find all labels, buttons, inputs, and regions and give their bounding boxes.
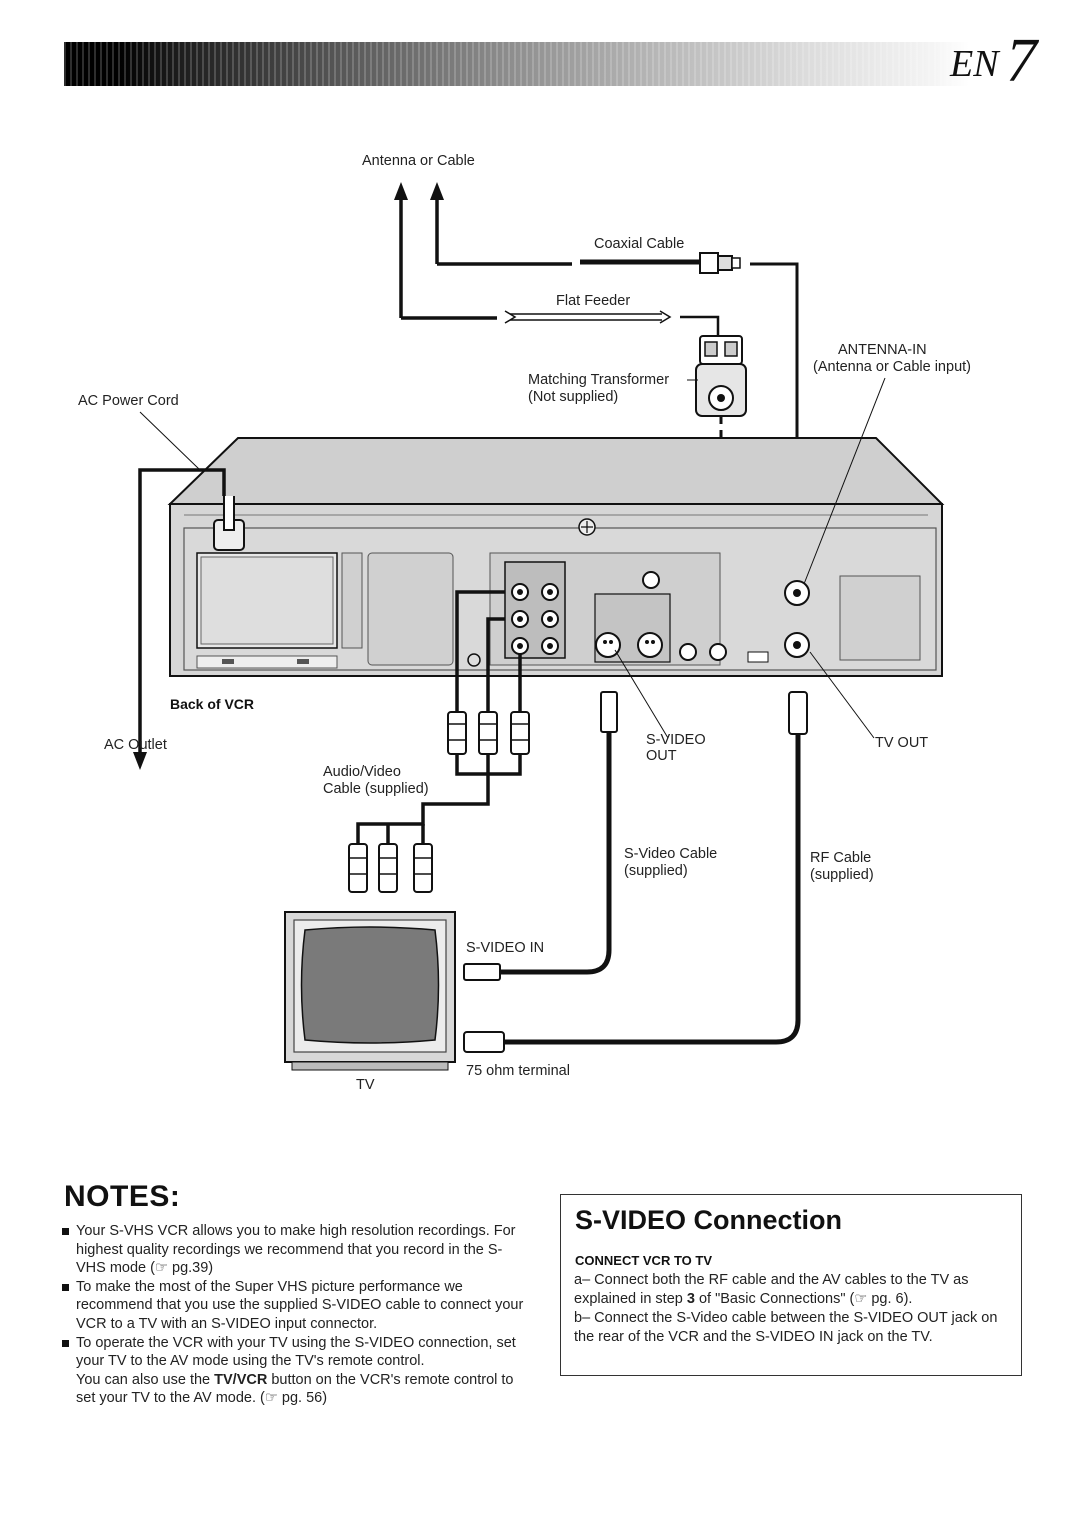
label-antenna-in-sub: (Antenna or Cable input) (813, 359, 971, 375)
note-item: To operate the VCR with your TV using th… (60, 1334, 530, 1371)
bullet-square-icon (62, 1228, 69, 1235)
antenna-arrow-head-right (430, 182, 444, 200)
s-video-cable (463, 691, 618, 981)
label-rf-cable: RF Cable (810, 850, 871, 866)
step-a-text: Connect both the RF cable and the AV cab… (574, 1272, 969, 1307)
leader-lines (614, 377, 886, 739)
label-ac-outlet: AC Outlet (104, 737, 167, 753)
flat-feeder (504, 310, 720, 338)
matching-transformer (695, 335, 747, 417)
label-antenna-in: ANTENNA-IN (838, 342, 927, 358)
label-s-video-in: S-VIDEO IN (466, 940, 544, 956)
label-rf-cable-2: (supplied) (810, 867, 874, 883)
label-flat-feeder: Flat Feeder (556, 293, 630, 309)
tv-set (284, 911, 456, 1071)
s-video-connection-title: S-VIDEO Connection (575, 1205, 843, 1235)
header-language: EN (950, 43, 999, 85)
label-75-ohm-terminal: 75 ohm terminal (466, 1063, 570, 1079)
note-item: To make the most of the Super VHS pictur… (60, 1278, 530, 1334)
ac-power-cord (138, 411, 226, 754)
bullet-square-icon (62, 1283, 69, 1291)
step-a-step-number: 3 (686, 1290, 695, 1307)
note-extra-text: You can also use the (76, 1371, 215, 1388)
step-a-text-end: of "Basic Connections" (☞ pg. 6). (694, 1290, 913, 1307)
av-plugs-top (447, 711, 530, 755)
label-antenna-or-cable: Antenna or Cable (362, 153, 475, 169)
label-not-supplied: (Not supplied) (528, 389, 618, 405)
notes-list: Your S-VHS VCR allows you to make high r… (60, 1222, 530, 1408)
step-b-text: Connect the S-Video cable between the S-… (574, 1310, 998, 1345)
av-plugs-bottom (348, 843, 433, 893)
note-item: Your S-VHS VCR allows you to make high r… (60, 1222, 530, 1278)
label-av-cable: Audio/Video (323, 764, 401, 780)
tv-vcr-button-name: TV/VCR (214, 1371, 268, 1388)
step-a: a– Connect both the RF cable and the AV … (574, 1271, 1014, 1308)
page-number: 7 (1006, 27, 1037, 95)
s-video-connection-box: S-VIDEO Connection CONNECT VCR TO TV a– … (560, 1194, 1022, 1376)
rf-cable (463, 691, 808, 1053)
label-s-video-cable: S-Video Cable (624, 846, 717, 862)
header-gradient-bar (64, 42, 969, 86)
label-coaxial-cable: Coaxial Cable (594, 236, 684, 252)
label-tv-out: TV OUT (875, 735, 928, 751)
label-ac-power-cord: AC Power Cord (78, 393, 179, 409)
antenna-arrows (399, 192, 439, 318)
note-text: To operate the VCR with your TV using th… (76, 1334, 516, 1370)
step-b: b– Connect the S-Video cable between the… (574, 1309, 1014, 1346)
note-extra-text-end: button on the VCR's remote control to se… (76, 1371, 514, 1407)
label-s-video-cable-2: (supplied) (624, 863, 688, 879)
step-a-lead: a– (574, 1272, 591, 1288)
connect-vcr-to-tv-heading: CONNECT VCR TO TV (575, 1253, 712, 1268)
note-text: Your S-VHS VCR allows you to make high r… (76, 1223, 516, 1277)
vcr-body (167, 437, 945, 677)
label-s-video-out: S-VIDEO (646, 732, 706, 748)
antenna-arrow-head-left (394, 182, 408, 200)
label-back-of-vcr: Back of VCR (170, 696, 254, 712)
step-b-lead: b– (574, 1310, 591, 1326)
connection-diagram: Antenna or Cable Coaxial Cable Flat Feed… (78, 153, 971, 1093)
header-stripe-pattern (64, 42, 969, 86)
av-cables (356, 590, 522, 844)
label-s-video-out-2: OUT (646, 748, 677, 764)
bullet-square-icon (62, 1339, 69, 1347)
label-matching-transformer: Matching Transformer (528, 372, 669, 388)
label-av-cable-2: Cable (supplied) (323, 781, 429, 797)
note-text: To make the most of the Super VHS pictur… (76, 1278, 524, 1332)
notes-title: NOTES: (64, 1180, 181, 1213)
ac-outlet-arrow-head (133, 752, 147, 770)
note-extra: You can also use the TV/VCR button on th… (60, 1371, 530, 1408)
label-tv: TV (356, 1077, 375, 1093)
